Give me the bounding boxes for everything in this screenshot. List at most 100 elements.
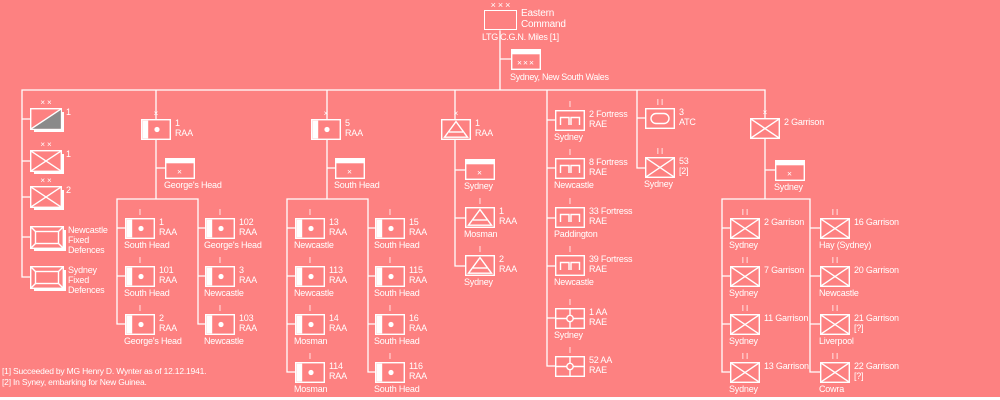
unit-label-line: 1 (66, 107, 71, 117)
echelon-mark: II (741, 304, 751, 313)
hq-symbol-icon: ××× (510, 48, 542, 71)
hq-symbol-icon: × (774, 159, 806, 182)
echelon-mark: I (388, 304, 394, 313)
unit-location: South Head (334, 180, 380, 191)
echelon-mark: I (138, 304, 144, 313)
unit-location-line: Newcastle (819, 288, 859, 298)
unit-label-line: RAA (175, 128, 193, 138)
unit-label-line: 1 AA (589, 307, 608, 317)
infantry-symbol-icon (819, 265, 851, 288)
unit-label-line: Newcastle (68, 225, 108, 235)
commander-name: LTG C.G.N. Miles [1] (482, 32, 559, 42)
artillery-symbol-icon (294, 361, 326, 384)
unit-label-line: 2 (499, 254, 504, 264)
unit-label-line: RAA (475, 128, 493, 138)
unit-label-line: RAA (499, 264, 517, 274)
echelon-mark: I (388, 256, 394, 265)
unit-label: 1 (66, 107, 71, 117)
unit-label-line: 53 (679, 156, 689, 166)
echelon-mark: I (388, 208, 394, 217)
echelon-mark: I (568, 197, 574, 206)
unit-location-line: South Head (374, 384, 420, 394)
unit-label-line: Fixed (68, 275, 90, 285)
unit-location-line: Mosman (294, 336, 328, 346)
unit-location: South Head (374, 240, 420, 251)
unit-location-line: South Head (374, 336, 420, 346)
echelon-mark: I (218, 208, 224, 217)
command-hq-symbol: ××× (510, 48, 542, 75)
unit-label-line: 113 (329, 265, 343, 275)
unit-label-line: 2 Fortress (589, 109, 628, 119)
unit-location: George's Head (164, 180, 222, 191)
unit-location: Sydney (729, 384, 758, 395)
unit-location-line: South Head (374, 288, 420, 298)
unit-label: 22 Garrison[?] (854, 361, 899, 381)
unit-label-line: RAA (499, 216, 517, 226)
echelon-mark: ×× (40, 176, 54, 185)
echelon-mark: I (478, 197, 484, 206)
unit-label: 13 Garrison (764, 361, 809, 371)
echelon-mark: I (218, 304, 224, 313)
unit-label-line: ATC (679, 117, 696, 127)
command-echelon-mark: ××× (490, 0, 513, 10)
echelon-mark: × (762, 108, 770, 117)
unit-label-line: RAE (589, 119, 607, 129)
unit-label-line: RAA (239, 227, 257, 237)
unit-location: South Head (124, 288, 170, 299)
artillery-symbol-icon (294, 265, 326, 288)
echelon-mark: II (741, 208, 751, 217)
unit-location: Sydney (729, 336, 758, 347)
echelon-mark: ×× (40, 140, 54, 149)
unit-hq-sydney-aa: ×Sydney (464, 158, 496, 191)
echelon-mark: I (388, 352, 394, 361)
unit-location-line: Sydney (464, 181, 493, 191)
unit-location-line: Mosman (464, 229, 498, 239)
engineer-symbol-icon (554, 206, 586, 229)
aa-artillery-symbol-icon (464, 254, 496, 277)
aa-artillery-symbol-icon (440, 118, 472, 141)
unit-label-line: RAA (329, 227, 347, 237)
unit-label: 7 Garrison (764, 265, 804, 275)
unit-location: South Head (124, 240, 170, 251)
unit-label-line: RAE (589, 216, 607, 226)
infantry-symbol-icon (819, 361, 851, 384)
echelon-mark: I (308, 304, 314, 313)
unit-hq-georges-head: ×George's Head (164, 157, 222, 190)
artillery-symbol-icon (204, 265, 236, 288)
unit-label-line: [?] (854, 323, 864, 333)
echelon-mark: I (568, 298, 574, 307)
unit-location: George's Head (124, 336, 182, 347)
unit-label-line: RAA (409, 371, 427, 381)
artillery-symbol-icon (124, 217, 156, 240)
unit-location-line: Newcastle (554, 277, 594, 287)
unit-label-line: 13 Garrison (764, 361, 809, 371)
unit-location-line: South Head (374, 240, 420, 250)
artillery-symbol-icon (374, 361, 406, 384)
command-title-line2: Command (521, 18, 566, 30)
unit-label-line: [?] (854, 371, 864, 381)
infantry-symbol-icon (819, 313, 851, 336)
echelon-mark: II (656, 98, 666, 107)
unit-label-line: 15 (409, 217, 419, 227)
unit-label-line: 103 (239, 313, 254, 323)
echelon-mark: II (656, 147, 666, 156)
